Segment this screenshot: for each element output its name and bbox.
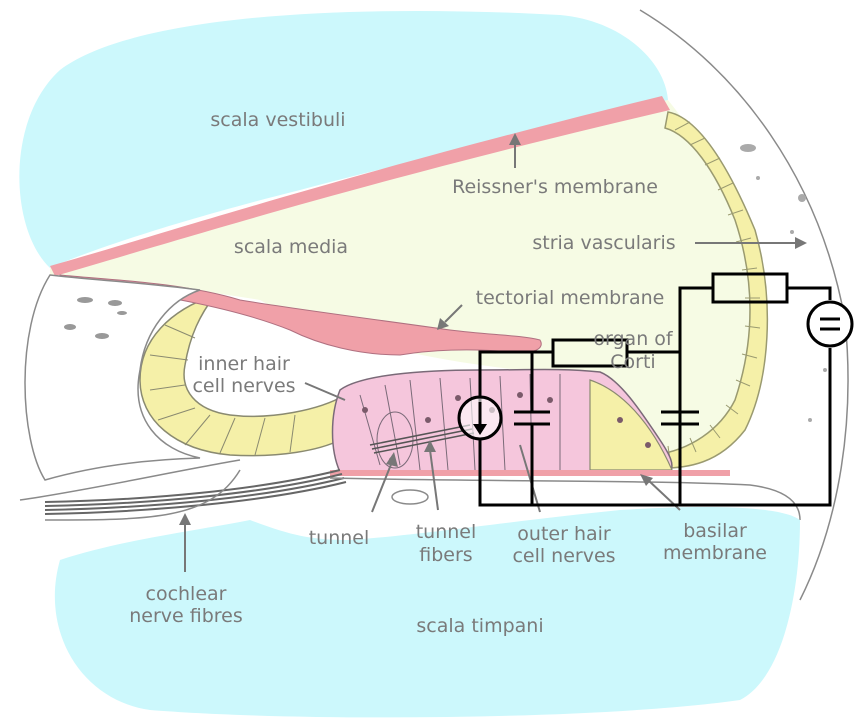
label-basilar-2: membrane [663,542,767,564]
label-stria-vascularis: stria vascularis [532,232,675,254]
label-cochlear-1: cochlear [146,583,227,605]
current-source [459,397,501,439]
label-scala-media: scala media [234,236,348,258]
label-scala-timpani: scala timpani [416,615,543,637]
label-inner-hair-2: cell nerves [192,375,295,397]
label-tectorial-membrane: tectorial membrane [476,287,665,309]
label-tunnel: tunnel [309,527,370,549]
label-organ-of-corti-2: Corti [610,351,655,373]
label-cochlear-2: nerve fibres [129,605,243,627]
label-scala-vestibuli: scala vestibuli [210,109,345,131]
label-reissners-membrane: Reissner's membrane [452,176,658,198]
label-outer-hair-2: cell nerves [512,545,615,567]
label-basilar-1: basilar [683,520,747,542]
label-tunnel-fibers-2: fibers [419,544,472,566]
label-outer-hair-1: outer hair [517,523,611,545]
voltage-source [808,302,852,346]
label-organ-of-corti-1: organ of [593,328,674,350]
label-inner-hair-1: inner hair [198,353,290,375]
label-tunnel-fibers-1: tunnel [416,521,477,543]
